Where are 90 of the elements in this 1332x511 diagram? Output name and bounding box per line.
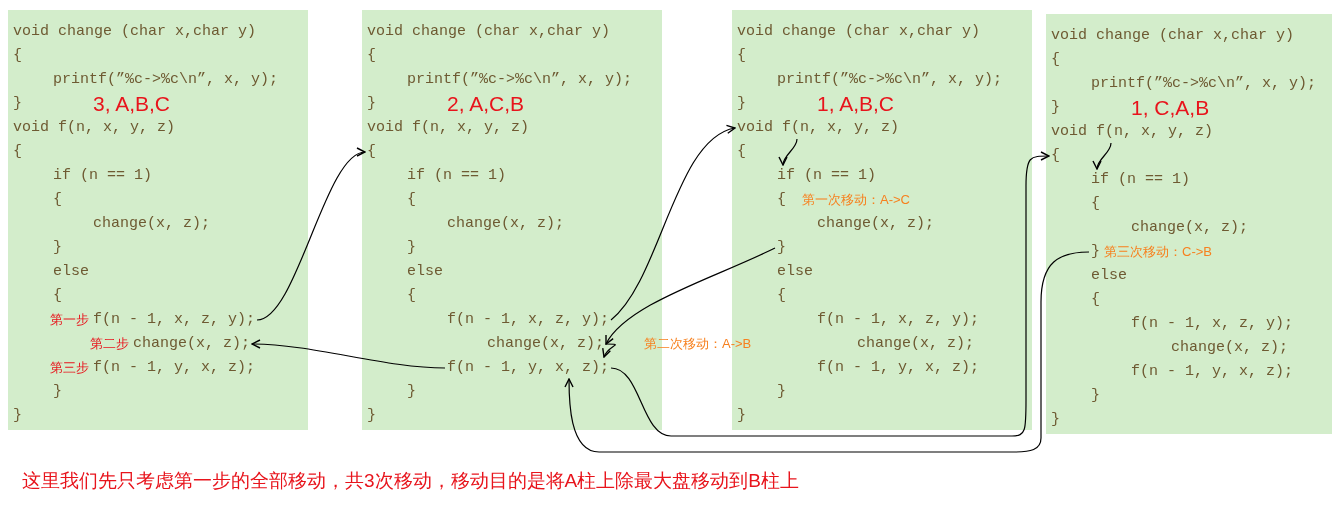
code-line: } — [777, 382, 786, 402]
code-line: } — [1091, 242, 1100, 262]
code-line: f(n - 1, x, z, y); — [447, 310, 610, 330]
code-line: { — [13, 46, 22, 66]
code-line: } — [777, 238, 786, 258]
arrow — [251, 339, 446, 369]
code-line: { — [1051, 146, 1060, 166]
code-line: { — [737, 142, 746, 162]
step-label: 第一步 — [50, 311, 89, 329]
code-line: f(n - 1, y, x, z); — [447, 358, 610, 378]
arrow — [610, 126, 736, 321]
code-line: void f(n, x, y, z) — [13, 118, 176, 138]
code-line: void f(n, x, y, z) — [367, 118, 530, 138]
code-line: { — [367, 46, 376, 66]
code-line: change(x, z); — [447, 214, 565, 234]
code-line: if (n == 1) — [777, 166, 877, 186]
call-label: 1, A,B,C — [817, 92, 895, 116]
move-note: 第一次移动：A->C — [802, 191, 910, 209]
code-line: change(x, z); — [1131, 218, 1249, 238]
call-label: 1, C,A,B — [1131, 96, 1210, 120]
arrow — [256, 150, 366, 321]
code-line: if (n == 1) — [1091, 170, 1191, 190]
code-line: else — [1091, 266, 1127, 286]
code-line: change(x, z); — [857, 334, 975, 354]
code-line: change(x, z); — [133, 334, 251, 354]
code-line: printf(”%c->%c\n”, x, y); — [407, 70, 633, 90]
arrow — [564, 251, 1090, 453]
code-line: change(x, z); — [1171, 338, 1289, 358]
code-line: { — [1091, 290, 1100, 310]
code-line: void change (char x,char y) — [13, 22, 257, 42]
code-line: } — [1051, 98, 1060, 118]
code-line: } — [737, 406, 746, 426]
code-line: printf(”%c->%c\n”, x, y); — [777, 70, 1003, 90]
arrow — [603, 343, 616, 358]
code-line: if (n == 1) — [53, 166, 153, 186]
code-panel — [1046, 14, 1332, 434]
code-line: else — [53, 262, 89, 282]
code-line: f(n - 1, x, z, y); — [1131, 314, 1294, 334]
move-note: 第三次移动：C->B — [1104, 243, 1212, 261]
code-panel — [8, 10, 308, 430]
code-line: { — [777, 190, 786, 210]
code-line: { — [367, 142, 376, 162]
code-line: { — [13, 142, 22, 162]
code-line: } — [1051, 410, 1060, 430]
arrow — [605, 247, 776, 345]
code-line: void change (char x,char y) — [367, 22, 611, 42]
arrow — [1093, 142, 1112, 170]
code-line: { — [53, 190, 62, 210]
arrow — [610, 151, 1050, 437]
code-line: } — [53, 382, 62, 402]
code-line: if (n == 1) — [407, 166, 507, 186]
code-line: f(n - 1, x, z, y); — [93, 310, 256, 330]
code-line: printf(”%c->%c\n”, x, y); — [53, 70, 279, 90]
code-line: void change (char x,char y) — [1051, 26, 1295, 46]
code-line: void f(n, x, y, z) — [737, 118, 900, 138]
code-line: } — [13, 94, 22, 114]
code-line: } — [53, 238, 62, 258]
code-line: else — [407, 262, 443, 282]
code-line: f(n - 1, x, z, y); — [817, 310, 980, 330]
step-label: 第三步 — [50, 359, 89, 377]
call-label: 2, A,C,B — [447, 92, 525, 116]
move-note: 第二次移动：A->B — [644, 335, 752, 353]
code-line: void change (char x,char y) — [737, 22, 981, 42]
code-line: change(x, z); — [93, 214, 211, 234]
step-label: 第二步 — [90, 335, 129, 353]
code-line: } — [1091, 386, 1100, 406]
code-line: f(n - 1, y, x, z); — [93, 358, 256, 378]
code-line: else — [777, 262, 813, 282]
code-line: printf(”%c->%c\n”, x, y); — [1091, 74, 1317, 94]
caption: 这里我们先只考虑第一步的全部移动，共3次移动，移动目的是将A柱上除最大盘移动到B柱上 — [22, 469, 799, 493]
code-line: } — [13, 406, 22, 426]
code-line: f(n - 1, y, x, z); — [1131, 362, 1294, 382]
code-line: { — [1091, 194, 1100, 214]
code-line: change(x, z); — [487, 334, 605, 354]
call-label: 3, A,B,C — [93, 92, 171, 116]
code-line: } — [367, 406, 376, 426]
arrow — [779, 138, 798, 166]
code-line: { — [53, 286, 62, 306]
code-line: f(n - 1, y, x, z); — [817, 358, 980, 378]
code-line: { — [777, 286, 786, 306]
code-line: { — [737, 46, 746, 66]
code-line: } — [407, 238, 416, 258]
code-line: { — [407, 286, 416, 306]
code-line: { — [407, 190, 416, 210]
code-line: change(x, z); — [817, 214, 935, 234]
code-line: } — [737, 94, 746, 114]
code-line: void f(n, x, y, z) — [1051, 122, 1214, 142]
code-line: } — [367, 94, 376, 114]
code-line: } — [407, 382, 416, 402]
code-line: { — [1051, 50, 1060, 70]
